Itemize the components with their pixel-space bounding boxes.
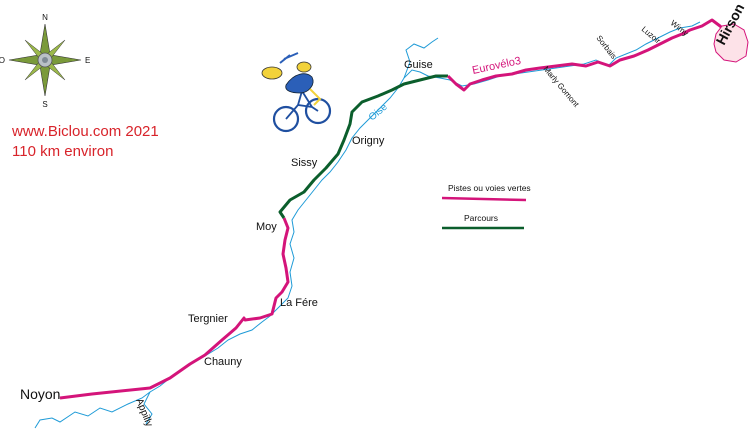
town-label-tergnier: Tergnier xyxy=(188,313,228,325)
site-title: www.Biclou.com 2021 xyxy=(12,123,159,140)
hirson-area xyxy=(713,23,749,63)
legend-route-label: Parcours xyxy=(464,213,499,223)
parcours-route xyxy=(278,74,448,219)
town-label-luzoir: Luzoir xyxy=(640,25,663,46)
compass-rose-icon: N S E O xyxy=(0,13,90,109)
compass-west: O xyxy=(0,56,5,65)
town-label-moy: Moy xyxy=(256,221,277,233)
legend-green-ways-line xyxy=(441,196,527,202)
town-label-origny: Origny xyxy=(352,135,385,147)
oise-tributary-south xyxy=(143,391,153,425)
oise-tributary xyxy=(403,37,439,79)
route-distance: 110 km environ xyxy=(12,143,114,160)
compass-north: N xyxy=(42,13,48,22)
cyclist-icon xyxy=(261,52,332,133)
river-label-oise: Oise xyxy=(367,101,390,123)
compass-south: S xyxy=(42,100,47,109)
town-label-sorbais: Sorbais xyxy=(594,34,618,61)
eurovelo3-route xyxy=(446,18,741,92)
town-label-sissy: Sissy xyxy=(291,157,318,169)
town-label-guise: Guise xyxy=(404,59,433,71)
town-label-marly-gomont: Marly Gomont xyxy=(541,65,581,110)
town-label-noyon: Noyon xyxy=(20,386,61,402)
town-label-la-fere: La Fére xyxy=(280,297,318,309)
town-label-chauny: Chauny xyxy=(204,356,242,368)
green-way-south xyxy=(59,217,290,400)
compass-east: E xyxy=(85,56,90,65)
legend-green-ways-label: Pistes ou voies vertes xyxy=(448,183,531,193)
oise-river xyxy=(34,21,701,429)
